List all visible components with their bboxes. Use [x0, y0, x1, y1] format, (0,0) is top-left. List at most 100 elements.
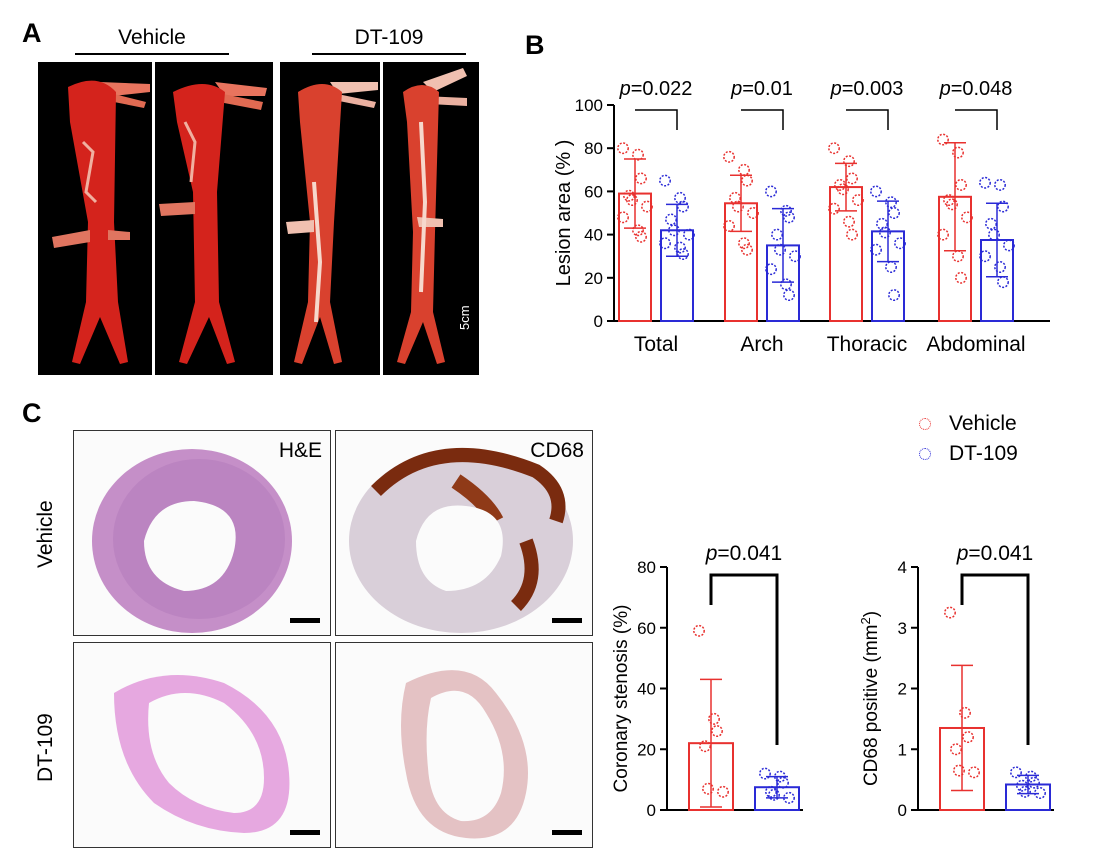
cd68-vehicle-point — [944, 606, 956, 619]
lesion-dt109-point — [994, 261, 1006, 273]
stenosis-vehicle-point — [699, 740, 711, 753]
lesion-dt109-point — [780, 204, 792, 217]
aorta-vehicle-1-shape — [52, 80, 150, 365]
cd68-vehicle-point — [962, 731, 974, 744]
lesion-dt109-point — [771, 228, 783, 241]
stenosis-vehicle-point — [717, 785, 729, 798]
cd68-vehicle-point — [968, 766, 980, 779]
dt109-he-image — [114, 675, 290, 833]
micrograph-dt109-he — [73, 642, 331, 848]
lesion-vehicle-point — [828, 142, 840, 155]
lesion-vehicle-point — [843, 155, 855, 168]
lesion-significance-bracket — [955, 109, 998, 130]
group-line-vehicle — [75, 53, 229, 55]
lesion-vehicle-point — [955, 178, 967, 191]
stenosis-vehicle-point — [693, 624, 705, 637]
lesion-category-label: Arch — [740, 333, 783, 356]
legend-marker-vehicle — [919, 418, 931, 430]
lesion-significance-bracket — [635, 109, 678, 130]
stenosis-y-tick-label: 40 — [637, 680, 656, 699]
stenosis-significance-bracket — [709, 573, 779, 745]
cd68-y-tick-label: 0 — [898, 801, 907, 820]
lesion-y-tick-label: 100 — [575, 96, 603, 115]
cd68-dt109-point — [1034, 787, 1046, 799]
lesion-vehicle-point — [846, 228, 858, 241]
lesion-dt109-point — [979, 250, 991, 263]
panel-label-a: A — [22, 18, 42, 48]
lesion-dt109-point — [879, 226, 891, 239]
lesion-dt109-point — [997, 276, 1009, 289]
cd68-p-value: p=0.041 — [956, 542, 1034, 565]
lesion-y-axis-label: Lesion area (% ) — [553, 140, 575, 287]
lesion-dt109-point — [659, 237, 671, 250]
lesion-dt109-point — [765, 263, 777, 276]
stain-label-he-vehicle: H&E — [278, 439, 322, 462]
stenosis-dt109-point — [765, 785, 777, 798]
lesion-vehicle-point — [961, 211, 973, 224]
stenosis-vehicle-point — [711, 725, 723, 737]
lesion-dt109-point — [870, 243, 882, 256]
lesion-vehicle-point — [937, 228, 949, 241]
aorta-dt109-1-shape — [286, 82, 378, 364]
scale-bar — [290, 830, 320, 835]
cd68-dt109-point — [1025, 770, 1037, 783]
vehicle-he-image — [92, 449, 292, 633]
aorta-dt109-2-shape — [397, 68, 467, 364]
group-line-dt109 — [312, 53, 466, 55]
lesion-y-tick-label: 20 — [584, 269, 603, 288]
lesion-dt109-point — [885, 196, 897, 209]
lesion-vehicle-point — [617, 211, 629, 224]
lesion-vehicle-point — [846, 172, 858, 185]
lesion-vehicle-point — [632, 148, 644, 161]
lesion-dt109-point — [894, 237, 906, 250]
lesion-vehicle-point — [729, 191, 741, 204]
lesion-dt109-point — [683, 228, 695, 241]
lesion-dt109-point — [988, 228, 1000, 241]
lesion-category-label: Abdominal — [926, 333, 1025, 356]
panel-label-c: C — [22, 398, 42, 428]
stenosis-dt109-point — [768, 788, 780, 801]
lesion-dt109-point — [885, 261, 897, 273]
lesion-dt109-point — [677, 200, 689, 213]
lesion-vehicle-point — [747, 207, 759, 219]
cd68-y-tick-label: 2 — [898, 680, 907, 699]
lesion-dt109-point — [994, 178, 1006, 191]
stenosis-dt109-point — [774, 770, 786, 783]
stenosis-dt109-point — [783, 791, 795, 804]
lesion-vehicle-point — [843, 215, 855, 228]
aorta-vehicle-2-shape — [159, 82, 267, 364]
lesion-vehicle-point — [723, 220, 735, 232]
lesion-significance-bracket — [741, 109, 784, 130]
lesion-vehicle-point — [952, 146, 964, 159]
lesion-y-tick-label: 80 — [584, 139, 603, 158]
lesion-vehicle-point — [641, 200, 653, 213]
lesion-vehicle-point — [946, 198, 958, 211]
stenosis-y-tick-label: 80 — [637, 558, 656, 577]
lesion-dt109-point — [674, 191, 686, 204]
cd68-y-axis-label: CD68 positive (mm2) — [858, 611, 882, 786]
lesion-category-label: Total — [634, 333, 678, 356]
lesion-dt109-point — [1003, 239, 1015, 252]
lesion-vehicle-point — [635, 172, 647, 185]
stenosis-dt109-point — [759, 767, 771, 780]
stenosis-y-tick-label: 60 — [637, 619, 656, 638]
lesion-vehicle-point — [738, 237, 750, 250]
aorta-photo-vehicle-2 — [155, 62, 273, 375]
lesion-dt109-point — [783, 289, 795, 302]
micrograph-vehicle-he: H&E — [73, 430, 331, 636]
lesion-y-tick-label: 60 — [584, 182, 603, 201]
lesion-dt109-point — [888, 289, 900, 302]
scale-bar — [552, 830, 582, 835]
lesion-y-tick-label: 0 — [594, 312, 603, 331]
lesion-dt109-point — [997, 200, 1009, 213]
lesion-vehicle-point — [937, 133, 949, 146]
cd68-dt109-point — [1016, 779, 1028, 792]
lesion-dt109-point — [888, 207, 900, 219]
legend-label-vehicle: Vehicle — [949, 412, 1017, 435]
cd68-dt109-point — [1028, 776, 1040, 789]
lesion-vehicle-point — [623, 189, 635, 202]
aorta-photo-dt109-1 — [280, 62, 380, 375]
panel-label-b: B — [525, 30, 545, 60]
lesion-significance-bracket — [846, 109, 889, 130]
stenosis-vehicle-point — [702, 782, 714, 795]
